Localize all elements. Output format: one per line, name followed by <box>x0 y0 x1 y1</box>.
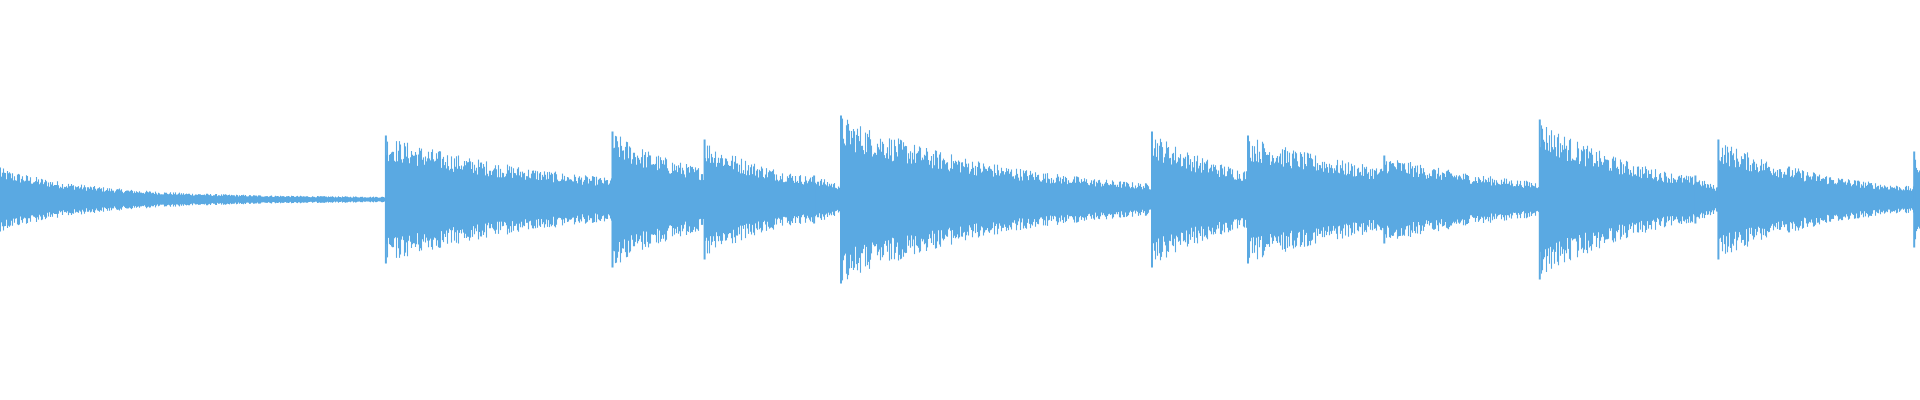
waveform-amplitude-path <box>0 118 1920 281</box>
waveform-bars <box>0 115 1920 284</box>
